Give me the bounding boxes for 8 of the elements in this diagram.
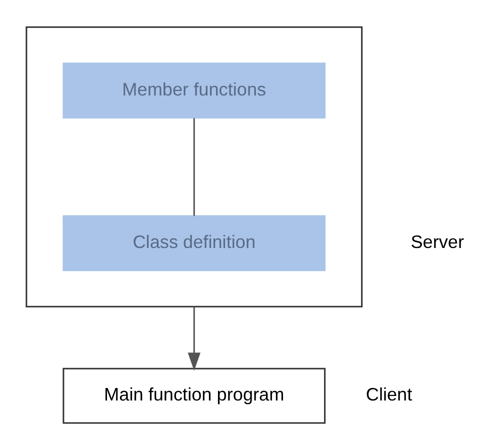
node-box: Class definition — [62, 215, 326, 272]
node-label: Client — [366, 384, 412, 404]
cluster — [26, 26, 363, 308]
node-box: Main function program — [62, 368, 326, 424]
node-box: Member functions — [62, 62, 326, 119]
arrow — [188, 306, 200, 371]
node-label: Server — [410, 232, 464, 252]
connector — [193, 118, 195, 216]
